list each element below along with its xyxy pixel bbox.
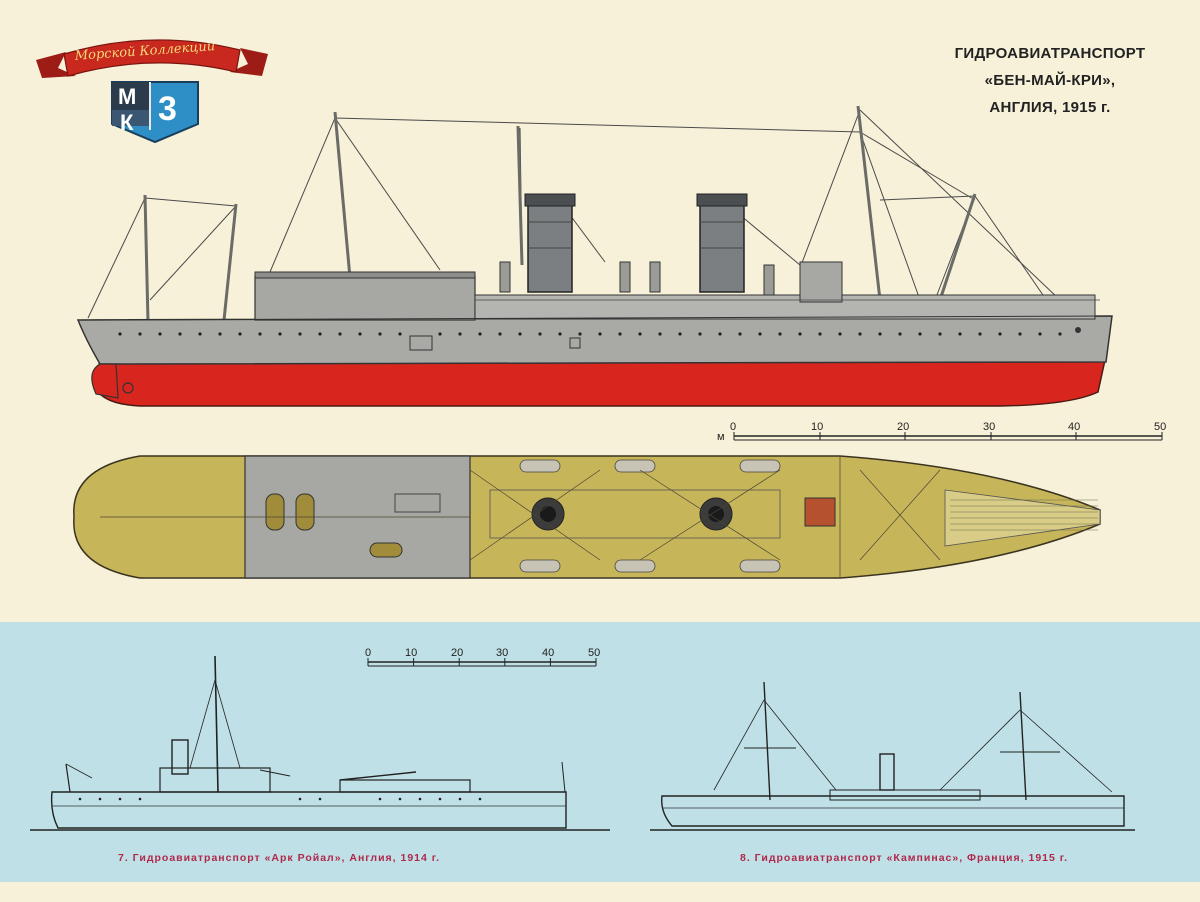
title-line-1: ГИДРОАВИАТРАНСПОРТ (954, 45, 1146, 62)
scale-tick-30: 30 (983, 421, 996, 433)
mk-emblem-badge (111, 81, 199, 144)
scale-tick-10: 10 (811, 421, 824, 433)
scale-bar-top (733, 432, 1163, 441)
funnel-aft (696, 193, 748, 293)
bottom-margin (0, 882, 1200, 902)
title-line-3: АНГЛИЯ, 1915 г. (989, 99, 1111, 116)
scale-tick-0: 0 (730, 421, 737, 433)
scale-tick-40: 40 (1068, 421, 1081, 433)
emblem-number: 3 (158, 90, 177, 128)
emblem-letter-m: М (118, 84, 137, 109)
scale-unit-label: м (717, 431, 725, 443)
caption-campinas: 8. Гидроавиатранспорт «Кампинас», Франци… (740, 852, 1068, 864)
ben-my-chree-side-view (76, 105, 1113, 407)
scale-bottom-tick-50: 50 (588, 647, 601, 659)
plate-title: ГИДРОАВИАТРАНСПОРТ «БЕН-МАЙ-КРИ», АНГЛИЯ… (915, 40, 1185, 121)
caption-ark-royal: 7. Гидроавиатранспорт «Арк Ройал», Англи… (118, 852, 441, 864)
scale-bottom-tick-10: 10 (405, 647, 418, 659)
scale-bottom-tick-20: 20 (451, 647, 464, 659)
scale-bottom-tick-30: 30 (496, 647, 509, 659)
scale-bottom-tick-40: 40 (542, 647, 555, 659)
emblem-letter-k: К (120, 110, 134, 135)
campinas-outline (650, 681, 1135, 831)
ark-royal-outline (30, 655, 610, 831)
scale-tick-20: 20 (897, 421, 910, 433)
scale-bar-bottom (367, 658, 597, 667)
series-ribbon-logo (36, 39, 268, 78)
scale-tick-50: 50 (1154, 421, 1167, 433)
funnel-fore (524, 193, 576, 293)
funnel-top-view-fore (531, 497, 565, 531)
funnel-top-view-aft (699, 497, 733, 531)
title-line-2: «БЕН-МАЙ-КРИ», (984, 72, 1116, 89)
scale-bottom-tick-0: 0 (365, 647, 372, 659)
ben-my-chree-deck-plan (73, 455, 1101, 579)
